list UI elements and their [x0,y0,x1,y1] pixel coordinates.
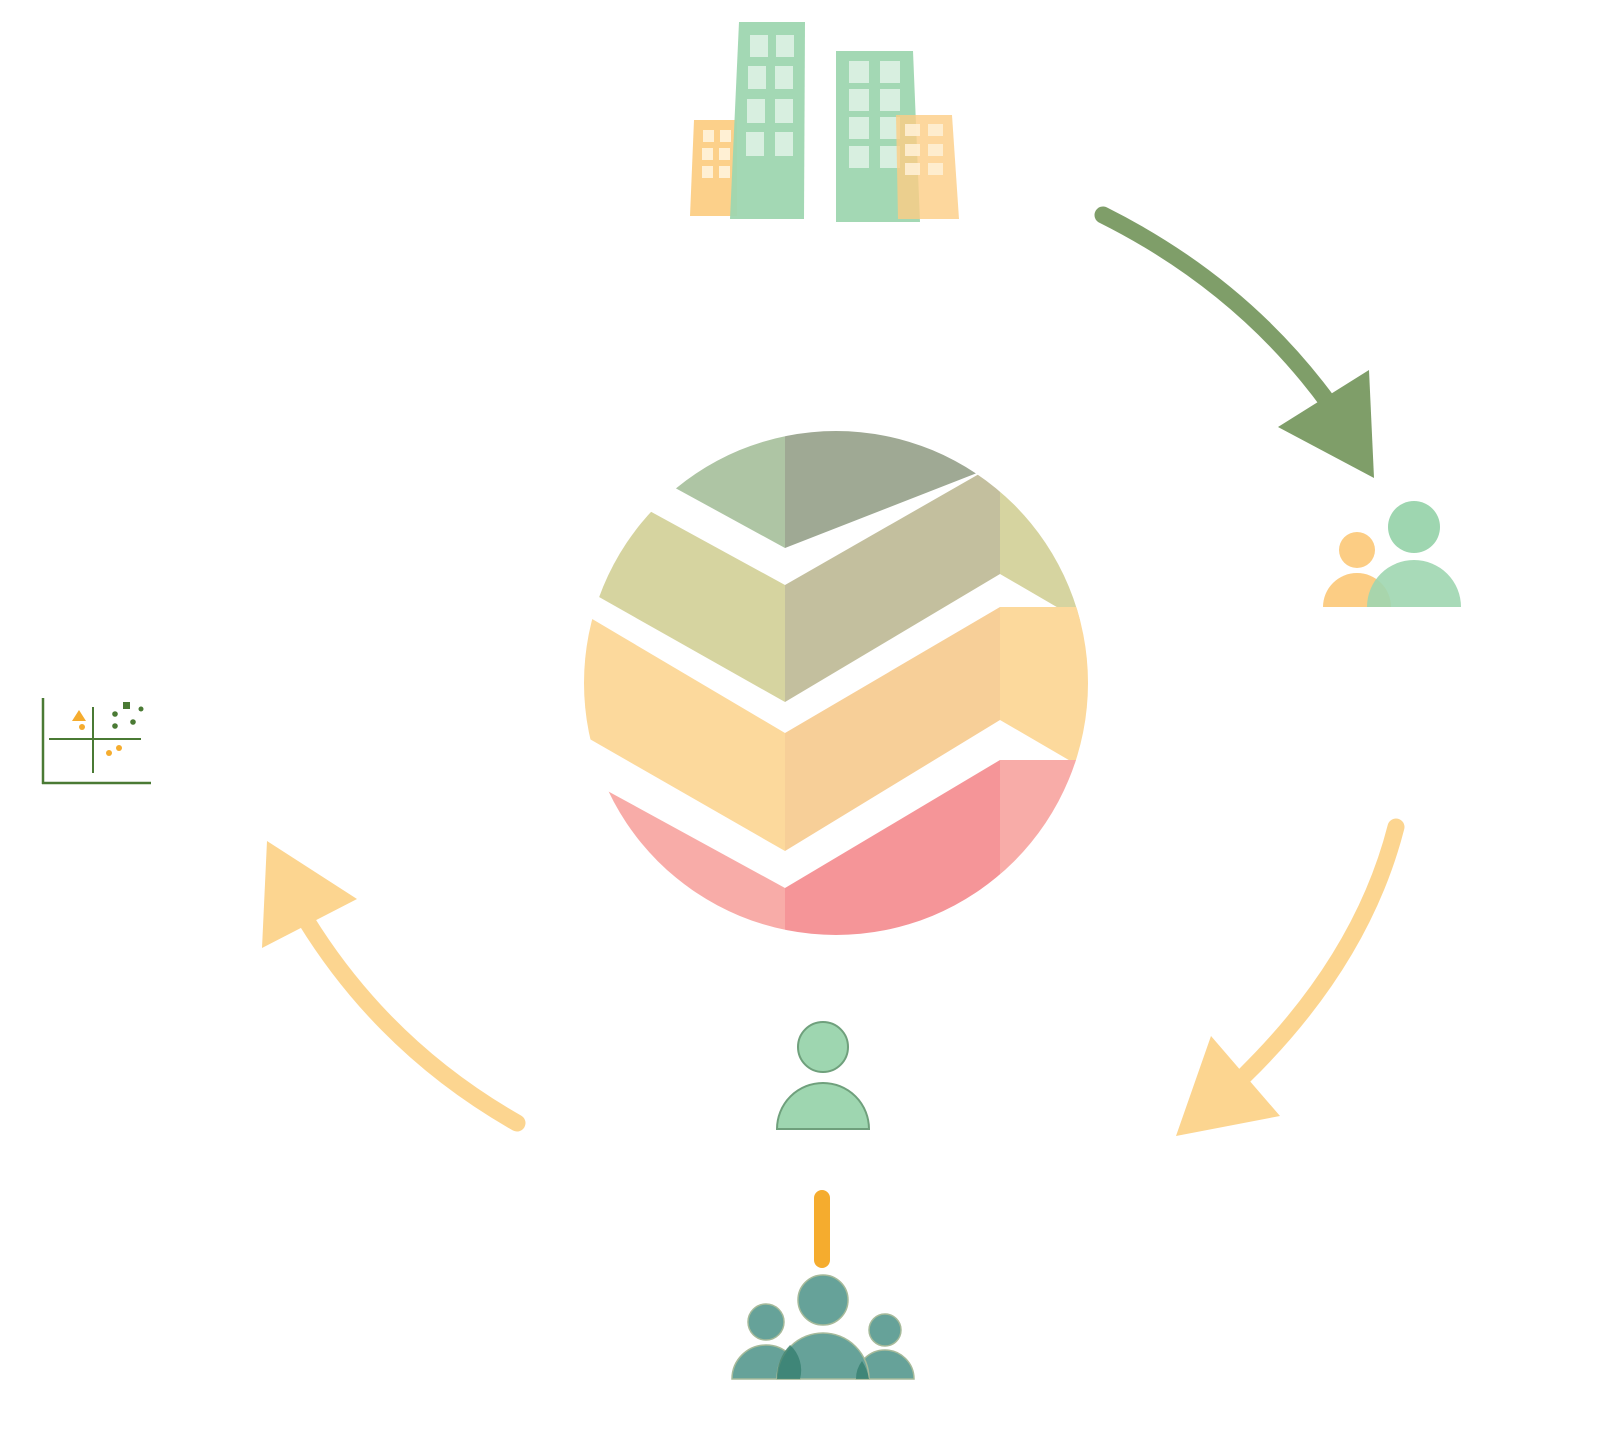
scatter-plot-icon [41,698,151,785]
two-people-icon [1323,501,1461,607]
arrow-bottom-to-left [262,841,526,1132]
arrow-right-to-bottom [1176,818,1405,1136]
office-buildings-icon [690,22,959,222]
single-person-icon [775,1021,871,1130]
arrow-top-to-right [1094,206,1374,478]
layered-chevron-circle-icon [584,431,1088,935]
group-people-icon [731,1274,915,1380]
